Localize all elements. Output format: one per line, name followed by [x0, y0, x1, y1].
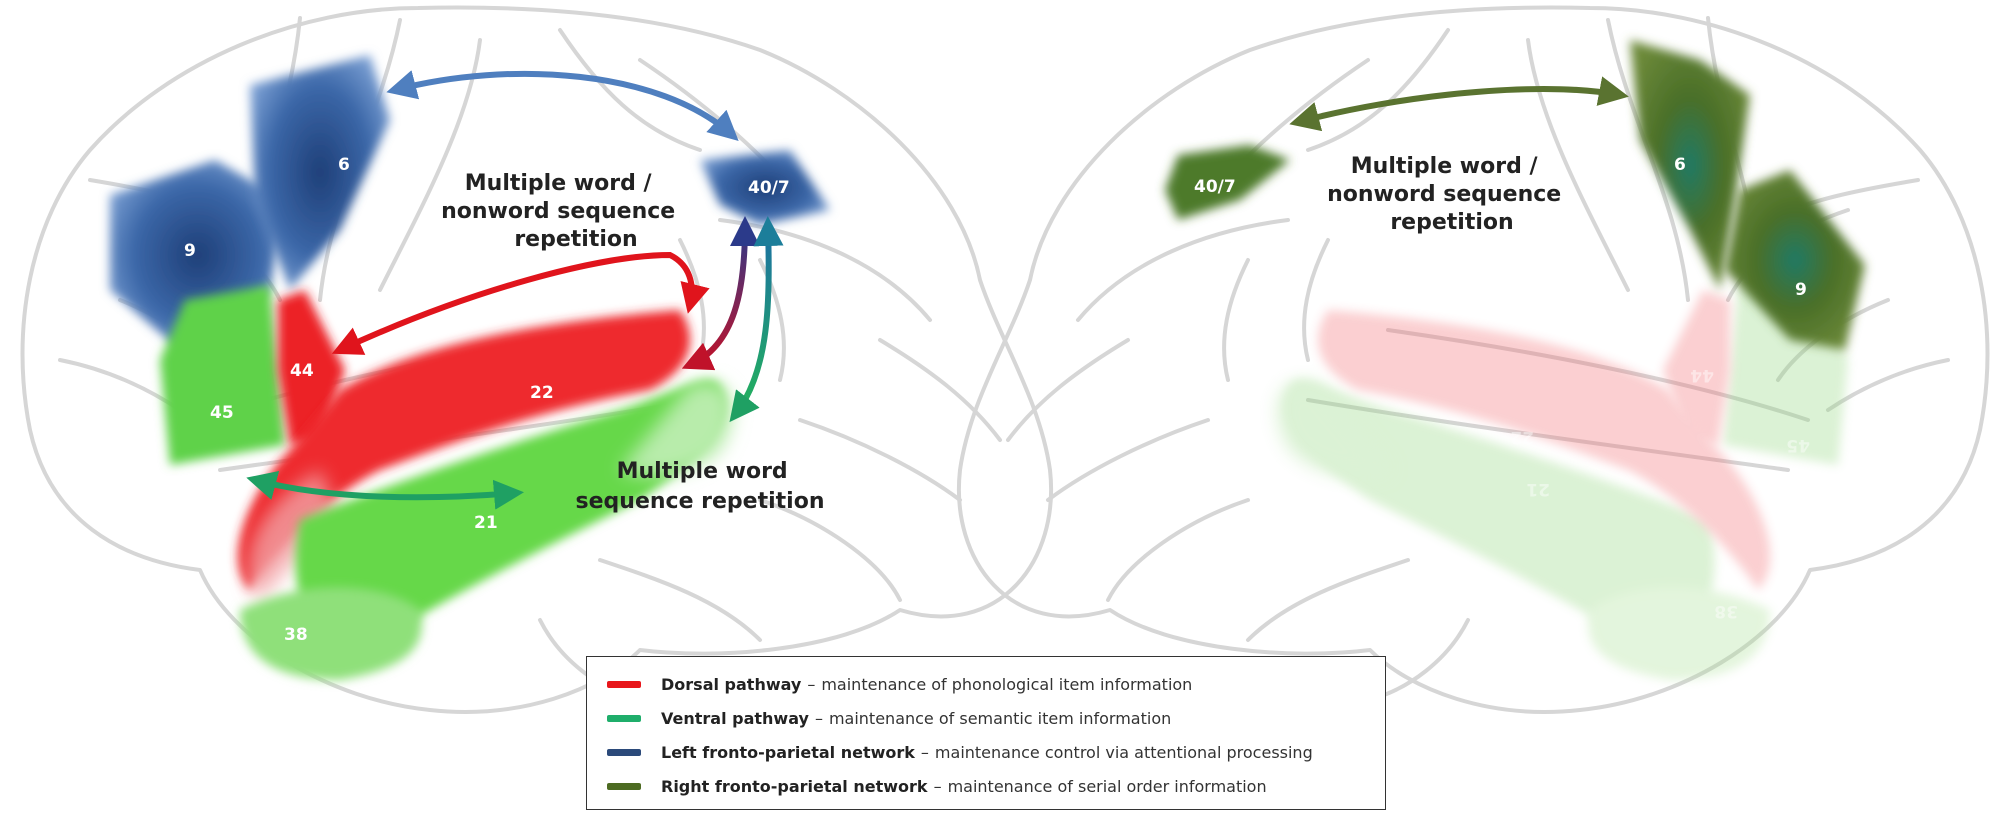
- left-area-38: [240, 587, 422, 680]
- right-label-45: 45: [1786, 435, 1810, 455]
- left-arrow-ventral-45-21: [246, 470, 524, 510]
- right-area-ventral-extra: [1277, 382, 1390, 476]
- right-label-9: 9: [1795, 280, 1807, 300]
- right-label-21: 21: [1526, 479, 1550, 499]
- right-label-40-7: 40/7: [1194, 177, 1236, 197]
- legend-name-right-fp: Right fronto-parietal network: [661, 776, 928, 796]
- legend-swatch-ventral: [607, 714, 641, 722]
- left-area-21: [295, 379, 726, 645]
- left-label-45: 45: [210, 403, 234, 423]
- left-area-21-ext: [620, 382, 733, 476]
- left-hemisphere: 6 9 40/7 44 45 22 21 38 Multiple word / …: [20, 5, 1054, 714]
- legend-item-ventral: Ventral pathway – maintenance of semanti…: [607, 701, 1385, 735]
- left-area-22: [237, 310, 690, 590]
- right-area-6: [1630, 40, 1750, 290]
- legend-desc-dorsal: maintenance of phonological item informa…: [821, 674, 1193, 694]
- right-label-38: 38: [1714, 601, 1738, 621]
- left-annotation-bottom: Multiple word sequence repetition: [576, 459, 825, 514]
- right-area-38: [1588, 587, 1770, 680]
- legend-name-dorsal: Dorsal pathway: [661, 674, 802, 694]
- right-hemisphere: 22 21 44 45 38 6 9 40/7 Multiple word / …: [956, 5, 1990, 714]
- legend-swatch-dorsal: [607, 680, 641, 688]
- left-area-6: [250, 55, 390, 290]
- right-label-44: 44: [1690, 365, 1714, 385]
- legend-desc-ventral: maintenance of semantic item information: [828, 708, 1172, 728]
- legend-dash: –: [814, 708, 823, 728]
- right-faded-areas: [1277, 285, 1848, 680]
- right-label-22: 22: [1510, 427, 1534, 447]
- legend: Dorsal pathway – maintenance of phonolog…: [586, 656, 1386, 810]
- legend-item-right-fp: Right fronto-parietal network – maintena…: [607, 769, 1385, 803]
- right-area-21: [1284, 379, 1715, 645]
- legend-dash: –: [920, 742, 929, 762]
- legend-name-ventral: Ventral pathway: [661, 708, 809, 728]
- left-label-21: 21: [474, 513, 498, 533]
- legend-dash: –: [933, 776, 942, 796]
- left-annotation-top: Multiple word / nonword sequence repetit…: [441, 171, 683, 252]
- legend-desc-left-fp: maintenance control via attentional proc…: [934, 742, 1313, 762]
- left-arrow-6-to-40-7: [386, 70, 739, 142]
- left-label-38: 38: [284, 625, 308, 645]
- left-area-45: [160, 285, 285, 465]
- legend-item-dorsal: Dorsal pathway – maintenance of phonolog…: [607, 667, 1385, 701]
- right-area-22: [1318, 310, 1771, 590]
- left-area-40-7: [700, 150, 830, 225]
- left-label-44: 44: [290, 361, 314, 381]
- left-label-9: 9: [184, 241, 196, 261]
- legend-name-left-fp: Left fronto-parietal network: [661, 742, 915, 762]
- right-arrow-40-7-to-6: [1289, 76, 1629, 132]
- legend-swatch-right-fp: [607, 782, 641, 790]
- left-label-22: 22: [530, 383, 554, 403]
- left-arrow-ventral-21-40-7: [729, 216, 784, 423]
- legend-swatch-left-fp: [607, 748, 641, 756]
- left-label-6: 6: [338, 155, 350, 175]
- right-label-6: 6: [1674, 155, 1686, 175]
- left-label-40-7: 40/7: [748, 178, 790, 198]
- right-area-40-7: [1165, 145, 1290, 220]
- right-annotation: Multiple word / nonword sequence repetit…: [1327, 154, 1569, 235]
- right-area-9: [1725, 170, 1865, 350]
- legend-desc-right-fp: maintenance of serial order information: [947, 776, 1267, 796]
- legend-item-left-fp: Left fronto-parietal network – maintenan…: [607, 735, 1385, 769]
- legend-dash: –: [807, 674, 816, 694]
